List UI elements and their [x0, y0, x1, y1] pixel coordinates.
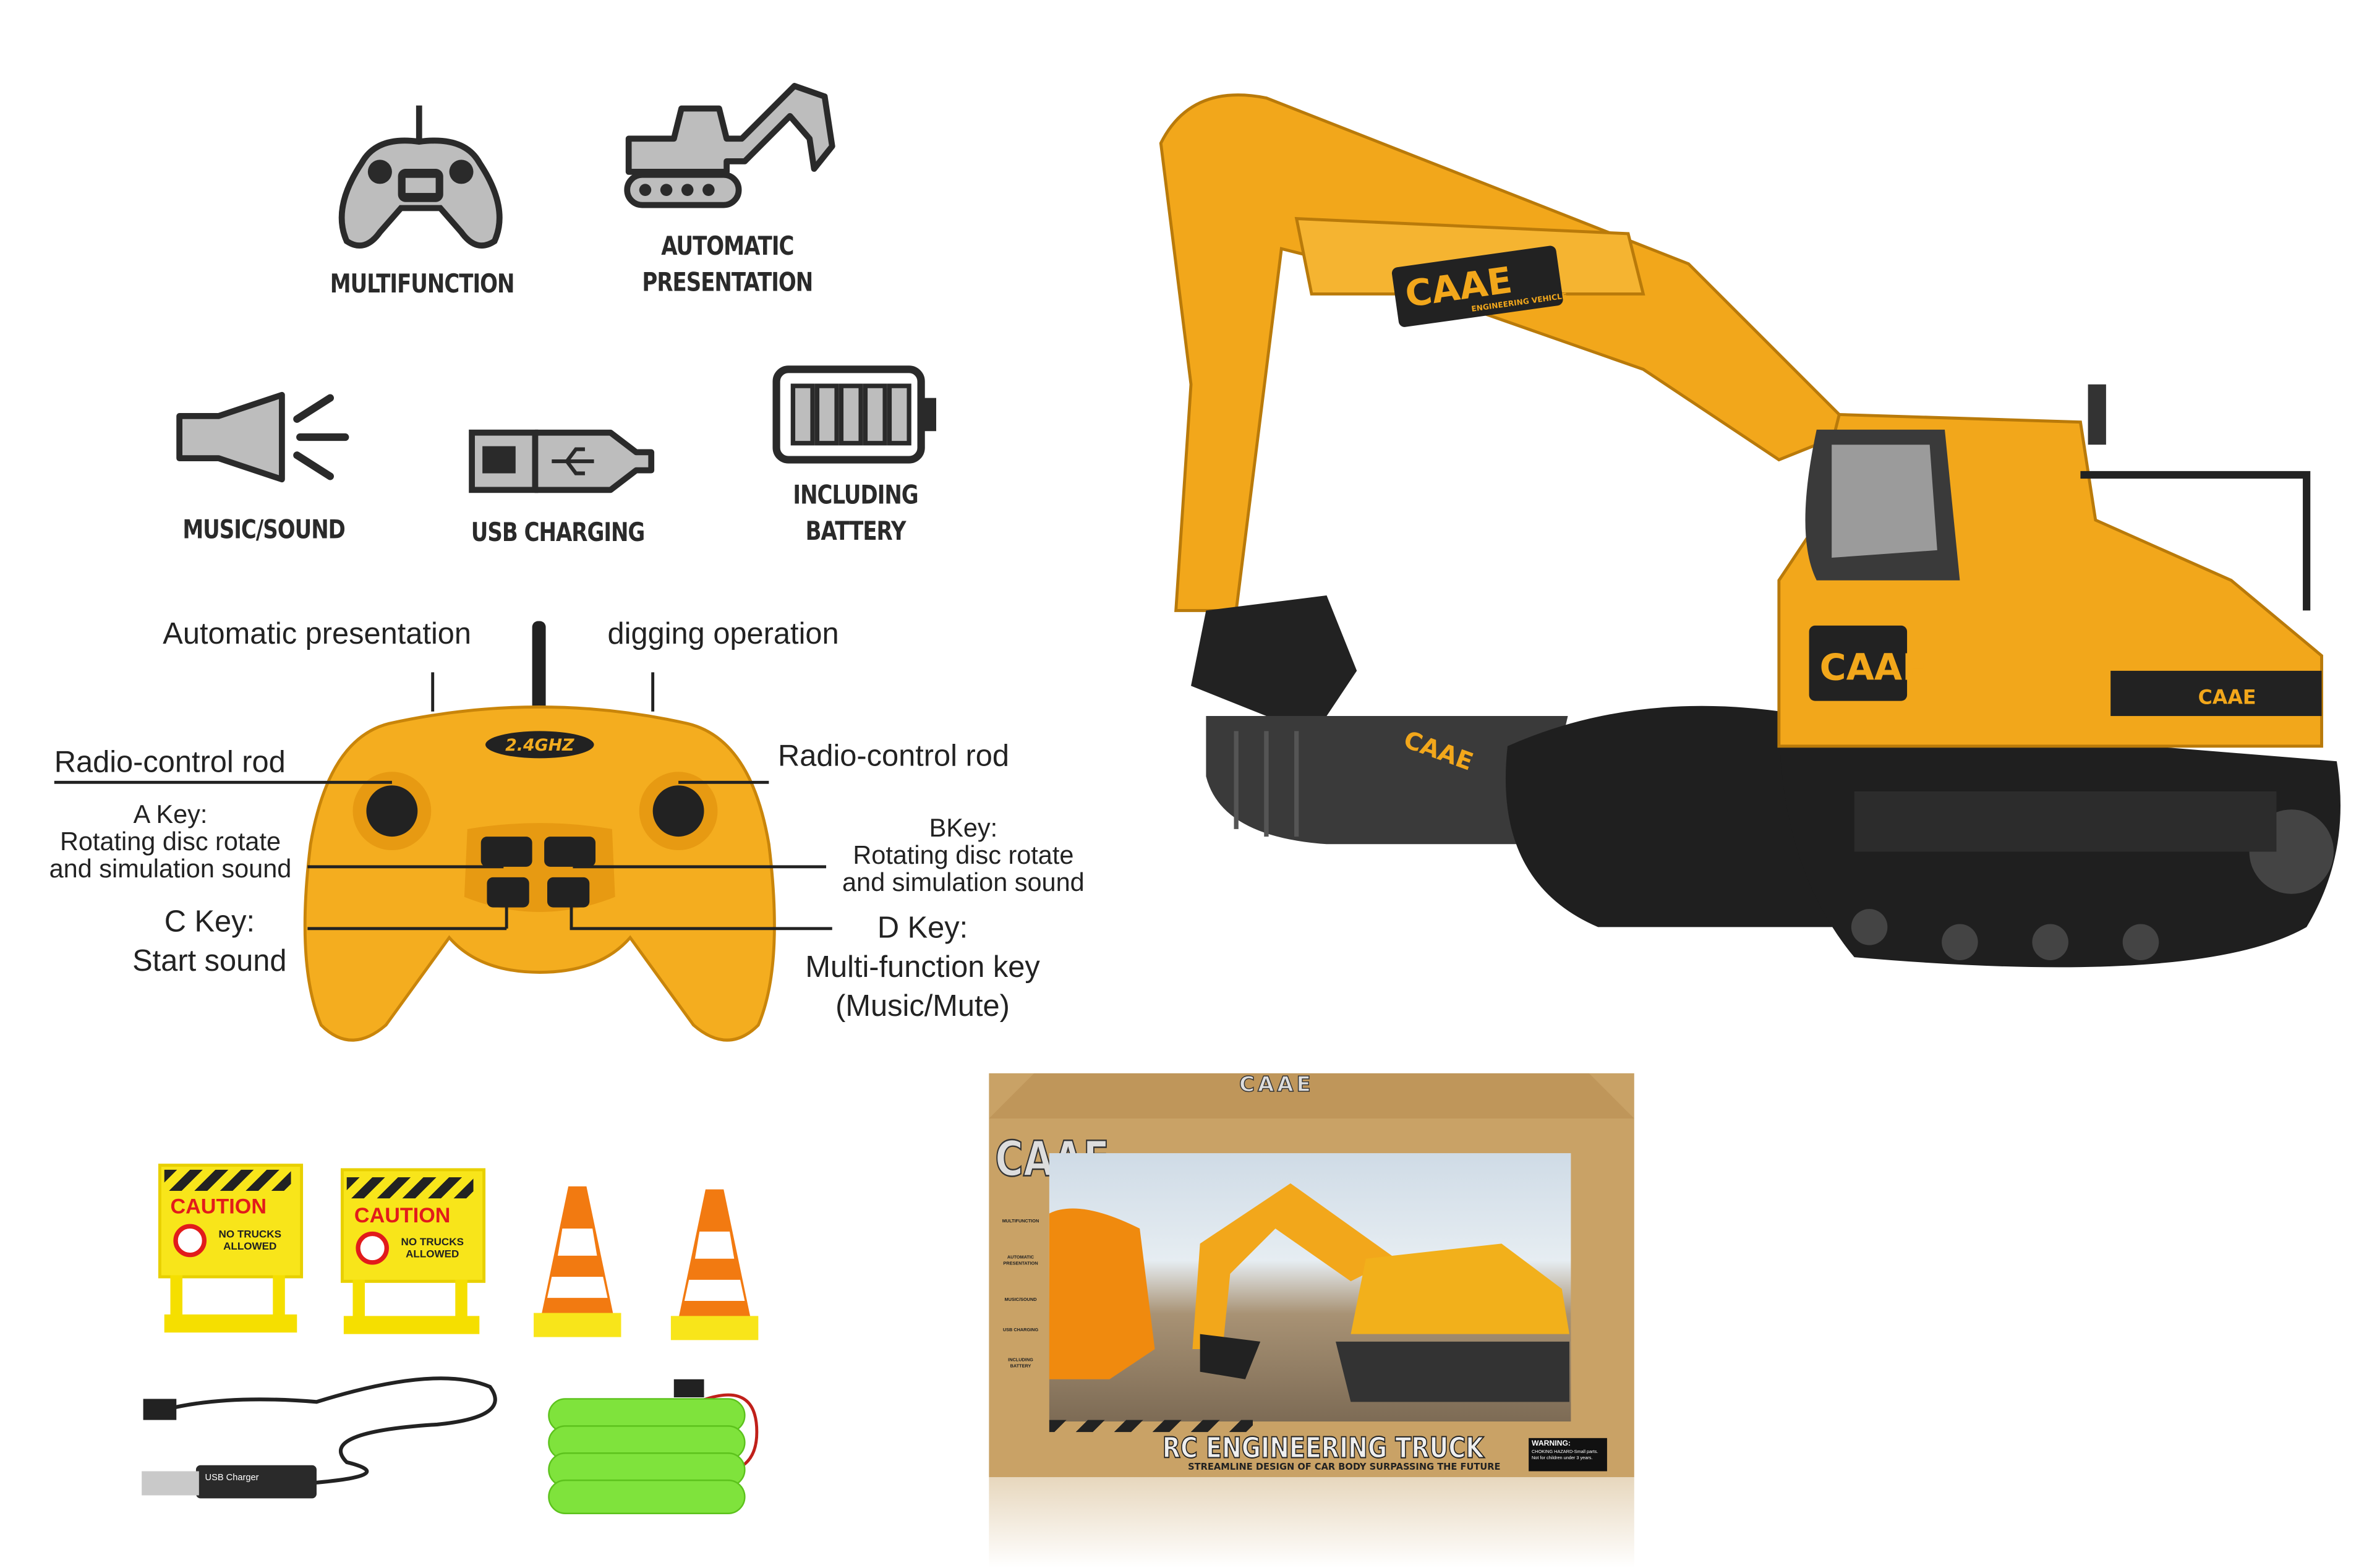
- caution-text-line: ALLOWED: [223, 1242, 277, 1253]
- traffic-cone: [670, 1189, 759, 1340]
- caution-text: NO TRUCKS ALLOWED: [401, 1238, 464, 1262]
- label-line: and simulation sound: [842, 868, 1085, 897]
- no-trucks-icon: [173, 1224, 207, 1258]
- feature-label-music-sound: MUSIC/SOUND: [182, 515, 346, 546]
- label-radio-rod-left: Radio-control rod: [54, 746, 286, 780]
- label-line: (Music/Mute): [835, 990, 1010, 1024]
- usb-charger-cable: USB Charger: [142, 1376, 497, 1499]
- label-line: BKey:: [929, 814, 998, 843]
- a-key-button[interactable]: [480, 837, 532, 867]
- box-icon-label: USB CHARGING: [1002, 1326, 1039, 1333]
- box-icon-label: MUSIC/SOUND: [1004, 1296, 1037, 1303]
- remote-control-icon: [338, 105, 503, 249]
- cab-brand: CAAE: [1820, 647, 1927, 689]
- feature-label-including-battery: INCLUDING BATTERY: [760, 478, 952, 550]
- caution-sign: CAUTION NO TRUCKS ALLOWED: [340, 1168, 486, 1338]
- no-trucks-icon: [356, 1231, 390, 1265]
- warning-line: CHOKING HAZARD-Small parts.: [1532, 1448, 1598, 1455]
- battery-pack: [548, 1379, 759, 1514]
- box-window-photo: [1049, 1153, 1571, 1422]
- box-warning: WARNING: CHOKING HAZARD-Small parts. Not…: [1529, 1438, 1607, 1472]
- caution-text-line: ALLOWED: [406, 1250, 459, 1261]
- excavator-icon: [624, 83, 835, 208]
- b-key-button[interactable]: [544, 837, 596, 867]
- caution-text-line: NO TRUCKS: [218, 1230, 281, 1241]
- usb-plug-icon: [469, 429, 655, 493]
- box-feature-icons: MULTIFUNCTION AUTOMATIC PRESENTATION MUS…: [998, 1200, 1043, 1369]
- d-key-button[interactable]: [547, 877, 590, 908]
- leader-line: [573, 865, 827, 868]
- label-line: D Key:: [877, 911, 968, 945]
- label-digging-operation: digging operation: [607, 618, 839, 652]
- caution-sign: CAUTION NO TRUCKS ALLOWED: [158, 1164, 304, 1334]
- feature-label-line: BATTERY: [805, 517, 907, 547]
- feature-label-usb-charging: USB CHARGING: [471, 518, 646, 549]
- box-top-brand: CAAE: [1239, 1073, 1314, 1097]
- warning-line: Not for children under 3 years.: [1532, 1454, 1593, 1461]
- box-icon-label: INCLUDING BATTERY: [1008, 1357, 1033, 1369]
- label-line: Rotating disc rotate: [853, 841, 1074, 870]
- label-line: and simulation sound: [49, 854, 292, 884]
- leader-line: [307, 865, 504, 868]
- label-line: Start sound: [132, 945, 287, 979]
- label-line: C Key:: [164, 906, 255, 939]
- battery-icon: [772, 365, 936, 464]
- side-brand: CAAE: [2198, 687, 2256, 709]
- leader-line: [678, 780, 769, 783]
- feature-label-line: INCLUDING: [793, 480, 918, 511]
- leader-line: [431, 672, 433, 712]
- label-a-key: A Key: Rotating disc rotate and simulati…: [33, 800, 308, 884]
- label-automatic-presentation: Automatic presentation: [163, 618, 472, 652]
- label-d-key: D Key: Multi-function key (Music/Mute): [784, 909, 1062, 1026]
- leader-line: [54, 780, 392, 783]
- box-title: RC ENGINEERING TRUCK: [1162, 1431, 1485, 1466]
- label-line: Multi-function key: [805, 951, 1040, 985]
- hazard-stripes: [1049, 1420, 1253, 1433]
- caution-text-line: NO TRUCKS: [401, 1237, 464, 1248]
- traffic-cone: [534, 1186, 621, 1337]
- box-subtitle: STREAMLINE DESIGN OF CAR BODY SURPASSING…: [1188, 1462, 1501, 1473]
- caution-title: CAUTION: [354, 1203, 451, 1227]
- label-line: Rotating disc rotate: [59, 827, 281, 856]
- feature-label-automatic-presentation: AUTOMATIC PRESENTATION: [625, 229, 829, 302]
- feature-label-multifunction: MULTIFUNCTION: [330, 270, 515, 300]
- feature-label-line: AUTOMATIC: [661, 232, 794, 263]
- frequency-badge: 2.4GHZ: [505, 736, 574, 755]
- box-icon-label: MULTIFUNCTION: [1002, 1217, 1039, 1224]
- label-b-key: BKey: Rotating disc rotate and simulatio…: [826, 814, 1101, 897]
- leader-line: [570, 927, 832, 930]
- label-c-key: C Key: Start sound: [117, 903, 301, 981]
- c-key-button[interactable]: [487, 877, 529, 908]
- warning-title: WARNING:: [1532, 1439, 1571, 1449]
- box-icon-label: AUTOMATIC PRESENTATION: [1003, 1254, 1038, 1266]
- caution-title: CAUTION: [170, 1193, 267, 1218]
- leader-line: [505, 904, 508, 929]
- leader-line: [570, 904, 573, 929]
- label-radio-rod-right: Radio-control rod: [778, 740, 1010, 773]
- feature-label-line: PRESENTATION: [642, 268, 813, 299]
- product-box: CAAE CAAE MULTIFUNCTION AUTOMATIC PRESEN…: [989, 1073, 1634, 1478]
- box-reflection: [989, 1477, 1634, 1568]
- excavator-image: CAAE ENGINEERING VEHICLE CAAE CAAE CAAE: [1159, 93, 2341, 968]
- remote-controller-image: 2.4GHZ: [303, 621, 776, 1042]
- leader-line: [651, 672, 654, 712]
- leader-line: [307, 927, 507, 930]
- speaker-icon: [176, 391, 349, 483]
- label-line: A Key:: [133, 800, 208, 829]
- caution-text: NO TRUCKS ALLOWED: [219, 1230, 281, 1254]
- charger-label: USB Charger: [205, 1473, 259, 1483]
